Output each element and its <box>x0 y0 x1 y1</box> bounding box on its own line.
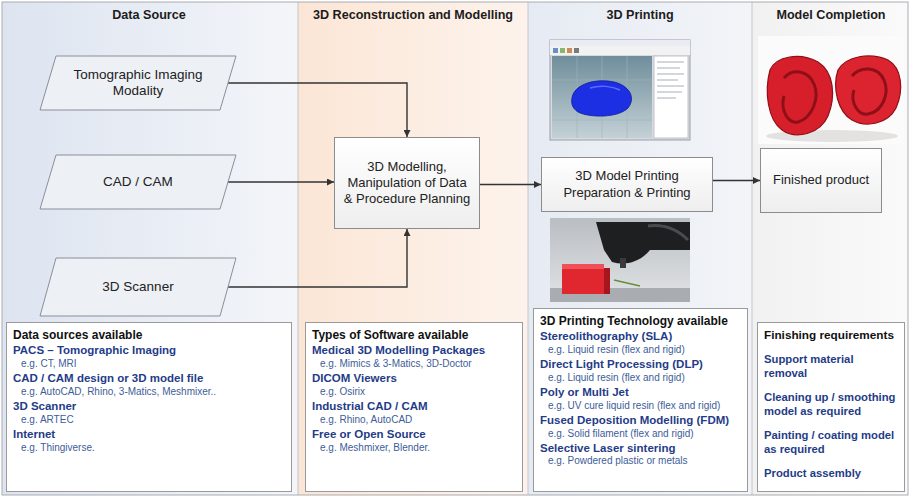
band-fill <box>2 2 298 495</box>
info-heading: DICOM Viewers <box>312 372 516 386</box>
info-heading: Painting / coating model as required <box>764 429 898 456</box>
parallelogram-shape <box>40 155 236 209</box>
example-text: e.g. AutoCAD, Rhino, 3-Matics, Meshmixer… <box>13 386 285 398</box>
software-screenshot <box>550 40 690 140</box>
example-text: e.g. Solid filament (flex and rigid) <box>540 428 741 440</box>
band-fill <box>528 2 752 495</box>
parallelogram-text-area: CAD / CAM <box>40 155 236 209</box>
example-text: e.g. Powdered plastic or metals <box>540 455 741 467</box>
info-box: Finishing requirementsSupport material r… <box>757 322 905 492</box>
column-heading: 3D Printing <box>528 0 752 22</box>
parallelogram-shape <box>40 56 236 110</box>
parallelogram-shape <box>40 258 236 316</box>
finished-model-photo <box>758 36 904 144</box>
flow-arrow <box>480 184 541 185</box>
source-parallelogram: CAD / CAM <box>40 155 236 209</box>
process-box: Finished product <box>760 148 882 213</box>
process-label: 3D Model Printing Preparation & Printing <box>550 168 704 201</box>
band-fill <box>752 2 908 495</box>
example-text: e.g. Thingiverse. <box>13 442 285 454</box>
info-heading: Stereolithography (SLA) <box>540 330 741 344</box>
example-text: e.g. Osirix <box>312 386 516 398</box>
example-text: e.g. Mimics & 3-Matics, 3D-Doctor <box>312 358 516 370</box>
process-box: 3D Modelling, Manipulation of Data & Pro… <box>334 137 480 229</box>
info-heading: Internet <box>13 428 285 442</box>
info-heading: Direct Light Processing (DLP) <box>540 358 741 372</box>
info-content: Data sources availablePACS – Tomographic… <box>13 328 285 454</box>
flow-arrow <box>228 83 407 137</box>
column-heading: Model Completion <box>752 0 910 22</box>
flow-arrow <box>228 181 334 182</box>
band-divider <box>752 2 753 495</box>
info-content: Finishing requirementsSupport material r… <box>764 328 898 481</box>
info-box: 3D Printing Technology availableStereoli… <box>533 308 748 492</box>
column-band: 3D Printing 3D Model Printing Preparation… <box>528 0 752 497</box>
info-heading: Free or Open Source <box>312 428 516 442</box>
info-heading: Fused Deposition Modelling (FDM) <box>540 414 741 428</box>
info-heading: Medical 3D Modelling Packages <box>312 344 516 358</box>
info-heading: Cleaning up / smoothing model as require… <box>764 391 898 418</box>
info-heading: 3D Scanner <box>13 400 285 414</box>
flow-arrow <box>713 180 760 181</box>
info-heading: PACS – Tomographic Imaging <box>13 344 285 358</box>
source-label: CAD / CAM <box>103 174 173 190</box>
column-band: 3D Reconstruction and Modelling 3D Modell… <box>298 0 528 497</box>
info-title: Types of Software available <box>312 328 516 342</box>
info-title: Data sources available <box>13 328 285 342</box>
info-heading: Industrial CAD / CAM <box>312 400 516 414</box>
example-text: e.g. Liquid resin (flex and rigid) <box>540 372 741 384</box>
column-heading: Data Source <box>0 0 298 22</box>
info-heading: Poly or Multi Jet <box>540 386 741 400</box>
process-box: 3D Model Printing Preparation & Printing <box>541 157 713 212</box>
info-heading: Product assembly <box>764 467 898 481</box>
info-content: 3D Printing Technology availableStereoli… <box>540 314 741 467</box>
flow-arrow <box>228 229 407 287</box>
example-text: e.g. CT, MRI <box>13 358 285 370</box>
info-title: 3D Printing Technology available <box>540 314 741 328</box>
source-parallelogram: Tomographic Imaging Modality <box>40 56 236 110</box>
example-text: e.g. Meshmixer, Blender. <box>312 442 516 454</box>
band-fill <box>298 2 528 495</box>
band-divider <box>528 2 529 495</box>
source-label: 3D Scanner <box>102 279 173 295</box>
info-title: Finishing requirements <box>764 328 898 342</box>
example-text: e.g. UV cure liquid resin (flex and rigi… <box>540 400 741 412</box>
printer-photo <box>550 218 690 302</box>
info-heading: Selective Laser sintering <box>540 442 741 456</box>
example-text: e.g. ARTEC <box>13 414 285 426</box>
example-text: e.g. Rhino, AutoCAD <box>312 414 516 426</box>
info-content: Types of Software availableMedical 3D Mo… <box>312 328 516 454</box>
info-box: Types of Software availableMedical 3D Mo… <box>305 322 523 492</box>
parallelogram-text-area: 3D Scanner <box>40 258 236 316</box>
band-divider <box>298 2 299 495</box>
column-band: Model CompletionFinished productFinishin… <box>752 0 910 497</box>
source-label: Tomographic Imaging Modality <box>64 67 212 99</box>
column-band: Data SourceTomographic Imaging ModalityC… <box>0 0 298 497</box>
parallelogram-text-area: Tomographic Imaging Modality <box>40 56 236 110</box>
info-heading: Support material removal <box>764 353 898 380</box>
source-parallelogram: 3D Scanner <box>40 258 236 316</box>
example-text: e.g. Liquid resin (flex and rigid) <box>540 344 741 356</box>
info-heading: CAD / CAM design or 3D model file <box>13 372 285 386</box>
process-label: 3D Modelling, Manipulation of Data & Pro… <box>343 159 471 208</box>
process-label: Finished product <box>773 172 869 188</box>
info-box: Data sources availablePACS – Tomographic… <box>6 322 292 492</box>
column-heading: 3D Reconstruction and Modelling <box>298 0 528 22</box>
